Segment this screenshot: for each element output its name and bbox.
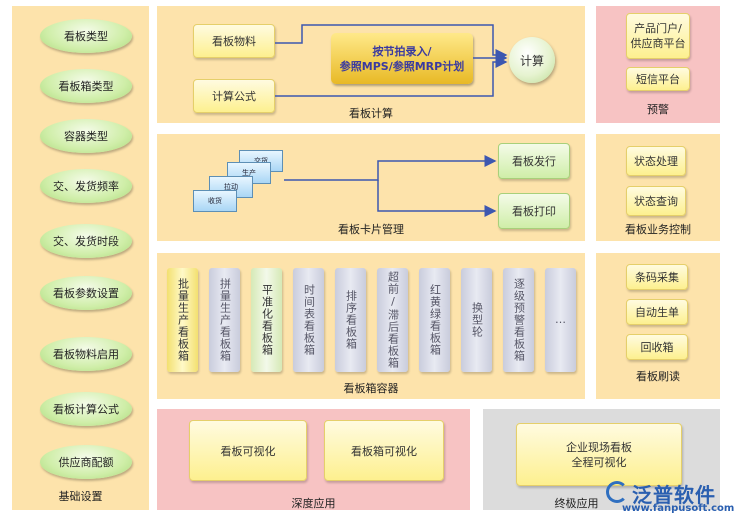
logo-name: 泛普软件	[632, 483, 716, 507]
basic-item-delivery-period[interactable]: 交、发货时段	[40, 224, 132, 258]
mrp-input-box[interactable]: 按节拍录入/ 参照MPS/参照MRP计划	[331, 33, 473, 84]
basic-item-calc-formula[interactable]: 看板计算公式	[40, 392, 132, 426]
site-kanban-line-1: 企业现场看板	[566, 440, 632, 454]
col-changeover-wheel[interactable]: 换型轮	[461, 268, 492, 372]
kanban-card-receipt: 收货	[193, 190, 237, 212]
col-level-box[interactable]: 平准化看板箱	[251, 268, 282, 372]
compute-circle[interactable]: 计算	[509, 37, 555, 83]
kanban-issue-box[interactable]: 看板发行	[498, 143, 570, 179]
basic-settings-panel: 看板类型 看板箱类型 容器类型 交、发货频率 交、发货时段 看板参数设置 看板物…	[12, 6, 149, 510]
col-more[interactable]: …	[545, 268, 576, 372]
logo-url: www.fanpusoft.com	[622, 503, 735, 514]
biz-control-title: 看板业务控制	[625, 223, 691, 236]
depth-title: 深度应用	[291, 497, 336, 510]
supplier-portal-box[interactable]: 产品门户/ 供应商平台	[626, 13, 690, 59]
autogen-box[interactable]: 自动生单	[626, 299, 688, 325]
col-schedule-box[interactable]: 时间表看板箱	[293, 268, 324, 372]
col-sequence-box[interactable]: 排序看板箱	[335, 268, 366, 372]
kanban-vis-box[interactable]: 看板可视化	[189, 420, 307, 481]
basic-settings-title: 基础设置	[58, 490, 103, 503]
basic-item-supplier-quota[interactable]: 供应商配额	[40, 445, 132, 479]
card-mgmt-title: 看板卡片管理	[338, 223, 404, 236]
basic-item-delivery-frequency[interactable]: 交、发货频率	[40, 169, 132, 203]
mrp-line-1: 按节拍录入/	[372, 44, 432, 58]
sms-platform-box[interactable]: 短信平台	[626, 67, 690, 91]
status-process-box[interactable]: 状态处理	[626, 146, 686, 176]
basic-item-container-type[interactable]: 容器类型	[40, 119, 132, 153]
col-combined-box[interactable]: 拼量生产看板箱	[209, 268, 240, 372]
status-query-box[interactable]: 状态查询	[626, 186, 686, 216]
col-escalation-box[interactable]: 逐级预警看板箱	[503, 268, 534, 372]
basic-item-kanban-params[interactable]: 看板参数设置	[40, 276, 132, 310]
terminal-title: 终极应用	[554, 497, 599, 510]
mrp-line-2: 参照MPS/参照MRP计划	[339, 59, 465, 73]
logo-icon	[606, 481, 628, 503]
col-rag-box[interactable]: 红黄绿看板箱	[419, 268, 450, 372]
kanban-print-box[interactable]: 看板打印	[498, 193, 570, 229]
basic-item-kanban-type[interactable]: 看板类型	[40, 19, 132, 53]
col-batch-box[interactable]: 批量生产看板箱	[167, 268, 198, 372]
kanban-box-vis-box[interactable]: 看板箱可视化	[324, 420, 444, 481]
warning-title: 预警	[647, 103, 669, 116]
recycle-box[interactable]: 回收箱	[626, 334, 688, 360]
site-kanban-box[interactable]: 企业现场看板 全程可视化	[516, 423, 682, 486]
brand-logo: 泛普软件 www.fanpusoft.com	[606, 479, 735, 515]
kanban-calc-title: 看板计算	[349, 107, 393, 120]
kanban-material-box[interactable]: 看板物料	[193, 24, 275, 58]
site-kanban-line-2: 全程可视化	[571, 455, 627, 469]
basic-item-kanban-box-type[interactable]: 看板箱类型	[40, 69, 132, 103]
col-lead-lag-box[interactable]: 超前/滞后看板箱	[377, 268, 408, 372]
basic-item-material-enable[interactable]: 看板物料启用	[40, 337, 132, 371]
calc-formula-box[interactable]: 计算公式	[193, 79, 275, 113]
scan-title: 看板刷读	[636, 370, 680, 383]
barcode-box[interactable]: 条码采集	[626, 264, 688, 290]
container-title: 看板箱容器	[343, 382, 399, 395]
